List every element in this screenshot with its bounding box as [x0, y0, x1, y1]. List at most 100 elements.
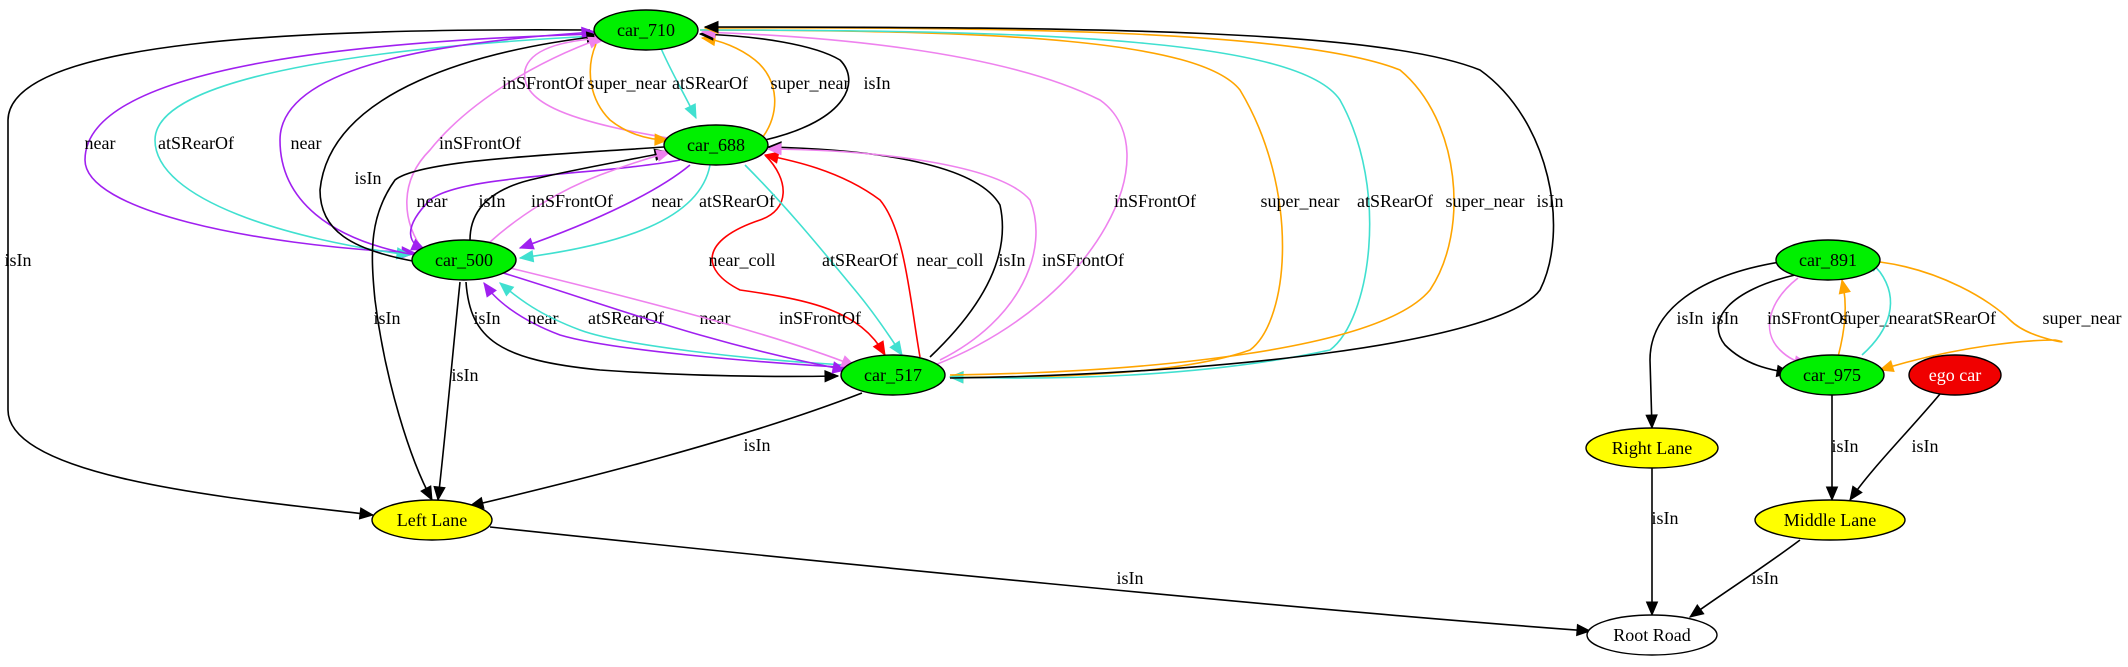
node-label: Middle Lane [1784, 510, 1876, 530]
edge-car_517-to-car_710: inSFrontOf [700, 26, 1196, 366]
edge-label: isIn [864, 73, 891, 93]
node-car-891: car_891 [1775, 239, 1881, 281]
edge-car_500-to-car_710: inSFrontOf [406, 36, 604, 254]
edge-label: near [291, 133, 322, 153]
edge-arrowhead [766, 142, 782, 156]
node-shape [1585, 427, 1719, 469]
edge-arrowhead [1849, 485, 1863, 502]
edge-left_lane-to-root_road: isIn [489, 526, 1592, 637]
edge-label: isIn [374, 308, 401, 328]
edge-label: isIn [1652, 508, 1679, 528]
edge-label: inSFrontOf [779, 308, 861, 328]
edge-car_710-to-car_688: super_near [588, 43, 670, 146]
edge-car_517-to-car_500: near [483, 281, 856, 369]
node-shape [663, 124, 769, 166]
edge-car_500-to-car_710: near [279, 26, 597, 256]
edge-line [744, 164, 903, 356]
edge-car_891-to-car_975: super_near [1878, 261, 2121, 373]
node-shape [1775, 239, 1881, 281]
edge-label: atSRearOf [1357, 191, 1433, 211]
edge-car_710-to-car_500: near [84, 33, 596, 259]
edge-line [499, 282, 846, 366]
edge-line [371, 146, 665, 501]
edge-car_710-to-left_lane: isIn [5, 29, 591, 520]
edge-car_500-to-left_lane: isIn [433, 281, 479, 502]
node-right-lane: Right Lane [1585, 427, 1719, 469]
edge-car_688-to-left_lane: isIn [371, 146, 665, 502]
edge-label: atSRearOf [588, 308, 664, 328]
edge-label: isIn [1832, 436, 1859, 456]
edge-middle_lane-to-root_road: isIn [1688, 539, 1801, 618]
edge-line [437, 281, 461, 501]
edge-car_891-to-right_lane: isIn [1645, 261, 1781, 430]
node-car-975: car_975 [1779, 354, 1885, 396]
edge-label: inSFrontOf [439, 133, 521, 153]
edge-label: near_coll [709, 250, 776, 270]
node-label: car_710 [617, 20, 675, 40]
edge-label: super_near [771, 73, 850, 93]
node-label: car_891 [1799, 250, 1857, 270]
edge-car_688-to-car_517: near_coll [709, 154, 886, 357]
edge-car_975-to-car_891: super_near [1837, 278, 1920, 358]
edge-line [406, 37, 603, 254]
node-label: Right Lane [1612, 438, 1692, 458]
node-shape [411, 239, 517, 281]
node-car-500: car_500 [411, 239, 517, 281]
edge-line [523, 37, 669, 139]
edge-label: atSRearOf [158, 133, 234, 153]
edge-label: near_coll [917, 250, 984, 270]
node-shape [1586, 614, 1718, 656]
edge-line [1649, 261, 1781, 429]
edge-label: atSRearOf [1920, 308, 1996, 328]
edge-label: super_near [1841, 308, 1920, 328]
edge-line [1689, 539, 1801, 618]
edge-arrowhead [824, 369, 840, 383]
edge-arrowhead [499, 282, 515, 297]
edge-label: near [417, 191, 448, 211]
edge-label: isIn [1912, 436, 1939, 456]
edge-arrowhead [1688, 604, 1705, 618]
node-shape [1908, 354, 2002, 396]
edge-line [483, 282, 856, 369]
edge-label: isIn [452, 365, 479, 385]
edge-arrowhead [1878, 360, 1895, 373]
edge-arrowhead [1645, 601, 1659, 617]
edge-label: atSRearOf [672, 73, 748, 93]
edge-label: isIn [1677, 308, 1704, 328]
edge-arrowhead [518, 250, 535, 263]
node-shape [1754, 499, 1906, 541]
node-root-road: Root Road [1586, 614, 1718, 656]
edge-label: atSRearOf [822, 250, 898, 270]
edge-label: isIn [744, 435, 771, 455]
edge-label: near [85, 133, 116, 153]
edge-car_517-to-car_710: isIn [703, 20, 1564, 379]
edge-line [701, 37, 776, 139]
edge-label: inSFrontOf [1042, 250, 1124, 270]
node-label: Left Lane [397, 510, 467, 530]
edge-label: near [652, 191, 683, 211]
edge-arrowhead [763, 151, 780, 164]
node-label: Root Road [1613, 625, 1691, 645]
edge-line [469, 151, 669, 241]
edge-line [465, 281, 839, 378]
edge-line [767, 148, 1037, 361]
edge-line [154, 35, 597, 256]
edge-line [1717, 274, 1796, 374]
node-label: car_975 [1803, 365, 1861, 385]
edge-car_500-to-car_517: inSFrontOf [509, 267, 861, 367]
edge-label: isIn [1752, 568, 1779, 588]
edge-line [701, 31, 1128, 366]
edge-right_lane-to-root_road: isIn [1645, 468, 1679, 617]
edge-line [764, 154, 921, 358]
edge-line [84, 33, 596, 254]
edge-label: inSFrontOf [1767, 308, 1849, 328]
edge-line [699, 29, 1371, 379]
edge-car_500-to-car_517: isIn [465, 281, 840, 383]
edge-line [489, 526, 1591, 632]
edge-arrowhead [1825, 486, 1839, 502]
edge-car_710-to-car_688: atSRearOf [659, 45, 748, 120]
edge-line [489, 151, 671, 243]
edge-line [519, 164, 711, 259]
edge-label: isIn [479, 191, 506, 211]
